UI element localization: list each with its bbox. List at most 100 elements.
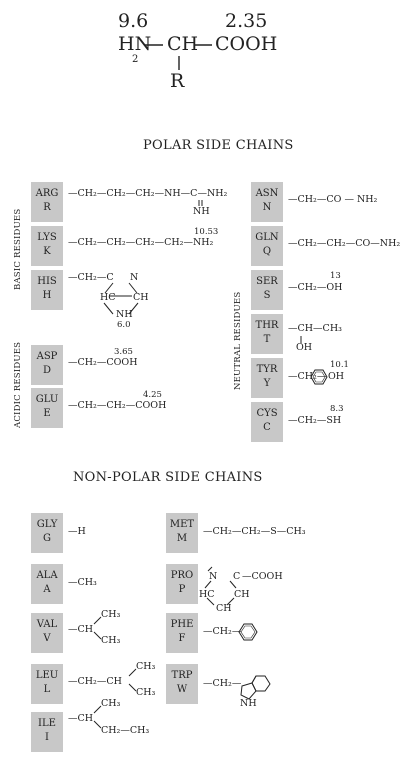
code3-label: ILE xyxy=(38,718,56,729)
code3-label: THR xyxy=(255,320,279,331)
code1-label: K xyxy=(43,246,51,257)
code3-label: ASP xyxy=(36,351,58,362)
leu-methyl-up: CH₃ xyxy=(136,661,156,672)
code3-label: GLU xyxy=(35,394,59,405)
residue-box-val: VAL V xyxy=(31,613,63,653)
side-chain-val: —CH xyxy=(68,624,94,635)
his-ring-n: N xyxy=(130,272,139,283)
code3-label: SER xyxy=(256,276,278,287)
code1-label: P xyxy=(178,584,186,595)
code1-label: I xyxy=(45,732,49,743)
residue-box-his: HIS H xyxy=(31,270,63,310)
val-methyl-up: CH₃ xyxy=(101,609,121,620)
side-chain-gly: —H xyxy=(68,526,86,537)
tyr-hydroxyl: OH xyxy=(328,371,345,382)
residue-box-asn: ASN N xyxy=(251,182,283,222)
code1-label: E xyxy=(43,408,51,419)
code1-label: R xyxy=(43,202,51,213)
side-chain-lys: —CH₂—CH₂—CH₂—CH₂—NH₂ xyxy=(68,237,214,248)
code3-label: TYR xyxy=(256,364,278,375)
nonpolar-section-title: NON-POLAR SIDE CHAINS xyxy=(73,470,263,485)
side-chain-ala: —CH₃ xyxy=(68,577,97,588)
carboxyl-group: COOH xyxy=(215,33,278,55)
pk-cys: 8.3 xyxy=(330,404,344,414)
residue-box-trp: TRP W xyxy=(166,664,198,704)
pro-ring-ch-bottom: CH xyxy=(216,603,232,614)
pk-lys: 10.53 xyxy=(194,227,219,237)
pro-ring-hc: HC xyxy=(199,589,215,600)
code3-label: TRP xyxy=(171,670,193,681)
pk-his: 6.0 xyxy=(117,320,131,330)
side-chain-met: —CH₂—CH₂—S—CH₃ xyxy=(203,526,306,537)
his-ring-ch: CH xyxy=(133,292,149,303)
residue-box-ala: ALA A xyxy=(31,564,63,604)
residue-box-phe: PHE F xyxy=(166,613,198,653)
code1-label: T xyxy=(263,334,271,345)
code1-label: M xyxy=(176,533,188,544)
code3-label: PHE xyxy=(170,619,194,630)
side-chain-glu: —CH₂—CH₂—COOH xyxy=(68,400,167,411)
code1-label: W xyxy=(176,684,188,695)
pk-carboxyl-label: 2.35 xyxy=(225,10,268,32)
residue-box-thr: THR T xyxy=(251,314,283,354)
residue-box-ser: SER S xyxy=(251,270,283,310)
side-chain-asn: —CH₂—CO — NH₂ xyxy=(288,194,378,205)
code1-label: S xyxy=(263,290,271,301)
val-methyl-down: CH₃ xyxy=(101,635,121,646)
code3-label: LEU xyxy=(35,670,59,681)
code3-label: PRO xyxy=(170,570,194,581)
side-chain-trp: —CH₂— xyxy=(203,678,242,689)
side-chain-ile: —CH xyxy=(68,713,94,724)
his-ring-nh: NH xyxy=(116,309,133,320)
residue-box-met: MET M xyxy=(166,513,198,553)
residue-box-leu: LEU L xyxy=(31,664,63,704)
pro-ring-c: C xyxy=(233,571,241,582)
polar-section-title: POLAR SIDE CHAINS xyxy=(143,138,294,153)
side-chain-arg: —CH₂—CH₂—CH₂—NH—C—NH₂ xyxy=(68,188,228,199)
pro-ring-ch: CH xyxy=(234,589,250,600)
residue-box-lys: LYS K xyxy=(31,226,63,266)
residue-box-gly: GLY G xyxy=(31,513,63,553)
side-chain-phe: —CH₂— xyxy=(203,626,242,637)
side-chain-his: —CH₂—C xyxy=(68,272,114,283)
code3-label: LYS xyxy=(37,232,57,243)
code1-label: Y xyxy=(263,378,271,389)
side-chain-ser: —CH₂—OH xyxy=(288,282,343,293)
alpha-carbon: CH xyxy=(167,33,199,55)
code1-label: Q xyxy=(262,246,272,257)
residue-box-pro: PRO P xyxy=(166,564,198,604)
code1-label: V xyxy=(43,633,51,644)
code1-label: N xyxy=(262,202,272,213)
residue-box-tyr: TYR Y xyxy=(251,358,283,398)
side-chain-leu: —CH₂—CH xyxy=(68,676,122,687)
code3-label: GLY xyxy=(36,519,58,530)
pk-asp: 3.65 xyxy=(114,347,133,357)
residue-box-arg: ARG R xyxy=(31,182,63,222)
trp-indole-nh: NH xyxy=(240,698,257,709)
r-group: R xyxy=(170,70,185,92)
code1-label: A xyxy=(43,584,51,595)
thr-hydroxyl: OH xyxy=(296,342,313,353)
side-chain-cys: —CH₂—SH xyxy=(288,415,342,426)
ile-methyl-up: CH₃ xyxy=(101,698,121,709)
his-ring-hc: HC xyxy=(100,292,116,303)
amino-group: HN xyxy=(118,33,152,55)
pro-carboxyl: —COOH xyxy=(242,571,283,582)
residue-box-gln: GLN Q xyxy=(251,226,283,266)
code3-label: CYS xyxy=(256,408,278,419)
residue-box-ile: ILE I xyxy=(31,712,63,752)
code1-label: D xyxy=(42,365,52,376)
leu-methyl-down: CH₃ xyxy=(136,687,156,698)
pk-glu: 4.25 xyxy=(143,390,162,400)
residue-box-cys: CYS C xyxy=(251,402,283,442)
residue-box-glu: GLU E xyxy=(31,388,63,428)
code3-label: ALA xyxy=(36,570,58,581)
side-chain-tyr: —CH₂— xyxy=(288,371,327,382)
pk-ser: 13 xyxy=(330,271,341,281)
residue-box-asp: ASP D xyxy=(31,345,63,385)
code1-label: C xyxy=(263,422,271,433)
side-chain-asp: —CH₂—COOH xyxy=(68,357,138,368)
code3-label: MET xyxy=(169,519,195,530)
code3-label: ASN xyxy=(255,188,279,199)
